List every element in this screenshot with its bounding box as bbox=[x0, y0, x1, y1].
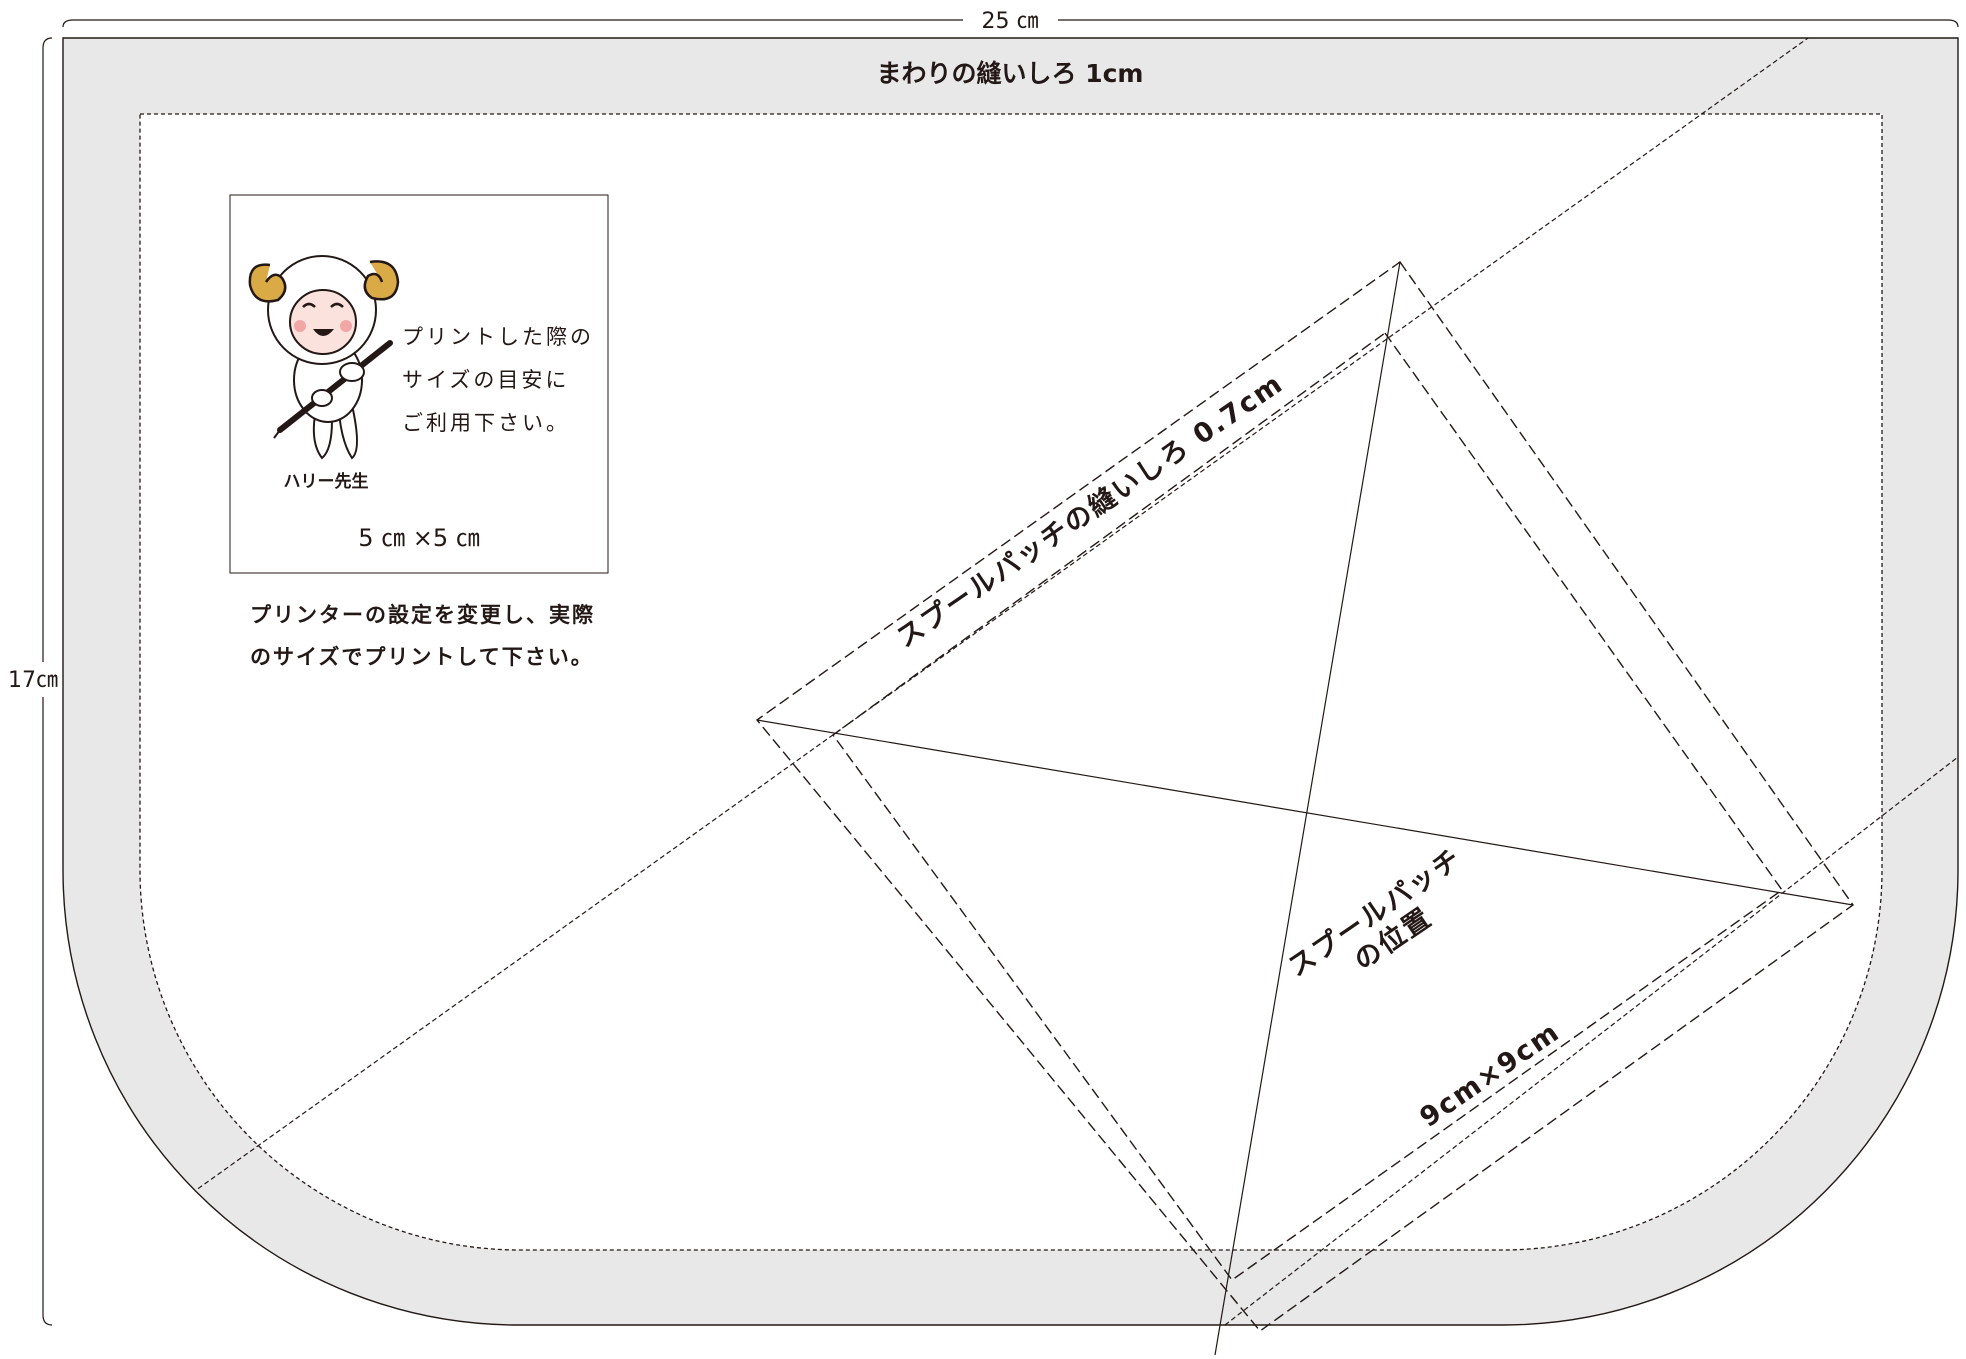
scale-note-line1: プリントした際の bbox=[402, 325, 594, 349]
printer-note-line1: プリンターの設定を変更し、実際 bbox=[250, 603, 595, 627]
diagonal-guide-upper bbox=[184, 38, 1809, 1199]
width-label: 25 ㎝ bbox=[982, 9, 1039, 34]
scale-size-label: 5 ㎝ ×5 ㎝ bbox=[358, 524, 480, 552]
patch-axis-vertical bbox=[1214, 261, 1401, 1356]
diagonal-guide-lower bbox=[1224, 756, 1958, 1325]
patch-finished-outline bbox=[832, 332, 1783, 1281]
scale-reference-box: プリントした際の サイズの目安に ご利用下さい。 ハリー先生 5 ㎝ ×5 ㎝ bbox=[229, 194, 609, 574]
diagonal-guides bbox=[184, 38, 1958, 1325]
scale-note-line2: サイズの目安に bbox=[402, 368, 569, 392]
teacher-name: ハリー先生 bbox=[284, 471, 369, 492]
sheep-mascot-icon bbox=[248, 255, 400, 460]
width-dimension: 25 ㎝ bbox=[62, 9, 1959, 34]
patch-axis-horizontal bbox=[756, 719, 1854, 906]
printer-note-line2: のサイズでプリントして下さい。 bbox=[250, 645, 594, 669]
seam-allowance-label: まわりの縫いしろ 1cm bbox=[877, 59, 1144, 88]
height-label: 17㎝ bbox=[8, 668, 58, 693]
scale-note-line3: ご利用下さい。 bbox=[402, 411, 570, 435]
height-dimension: 17㎝ bbox=[8, 37, 58, 1326]
